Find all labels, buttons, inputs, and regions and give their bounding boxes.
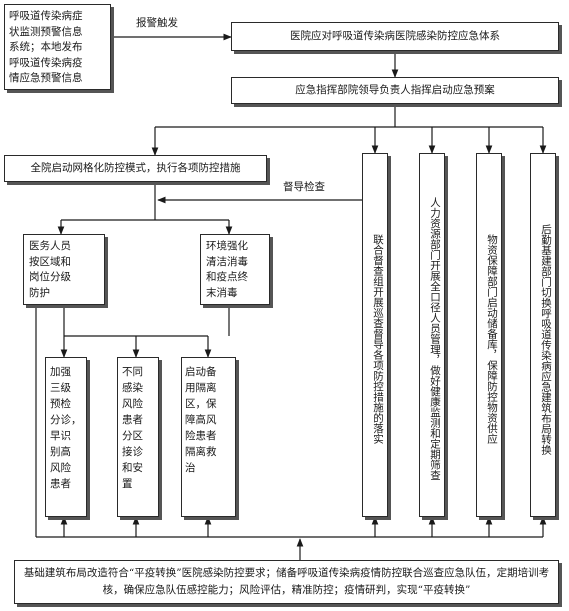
- edge-label-supervision-check: 督导检查: [283, 181, 325, 193]
- node-staff-grading: 医务人员 按区域和 岗位分级 防护: [23, 234, 105, 305]
- node-command-start: 应急指挥部院领导负责人指挥启动应急预案: [231, 77, 559, 104]
- node-risk-zoning: 不同 感染 风险 患者 分区 接诊 和安 置: [117, 357, 159, 517]
- node-grid-mode: 全院启动网格化防控模式，执行各项防控措施: [4, 155, 267, 182]
- node-joint-inspection: 联合督查组开展巡查督导各项防控措施的落实: [362, 153, 388, 517]
- node-logistics-department: 后勤基建部门切换呼吸道传染病应急建筑布局转换: [530, 153, 556, 517]
- node-isolation-ward: 启动备 用隔离 区，保 障高风 险患者 隔离救 治: [181, 357, 236, 517]
- node-env-disinfection: 环境强化 清洁消毒 和疫点终 末消毒: [200, 234, 270, 305]
- node-hr-department: 人力资源部门开展全口径人员管理，做好健康监测和定期筛查: [419, 153, 445, 517]
- node-monitor-system: 呼吸道传染病症 状监测预警信息 系统；本地发布 呼吸道传染病疫 情应急预警信息: [4, 4, 111, 90]
- node-foundation: 基础建筑布局改造符合“平疫转换”医院感染防控要求；储备呼吸道传染病疫情防控联合巡…: [14, 560, 559, 604]
- node-supplies-department: 物资保障部门启动储备库，保障防控物资供应: [476, 153, 502, 517]
- node-hospital-system: 医院应对呼吸道传染病医院感染防控应急体系: [231, 22, 559, 51]
- edge-label-alarm-trigger: 报警触发: [136, 17, 178, 29]
- node-triage-training: 加强 三级 预检 分诊， 早识 别高 风险 患者: [45, 357, 87, 517]
